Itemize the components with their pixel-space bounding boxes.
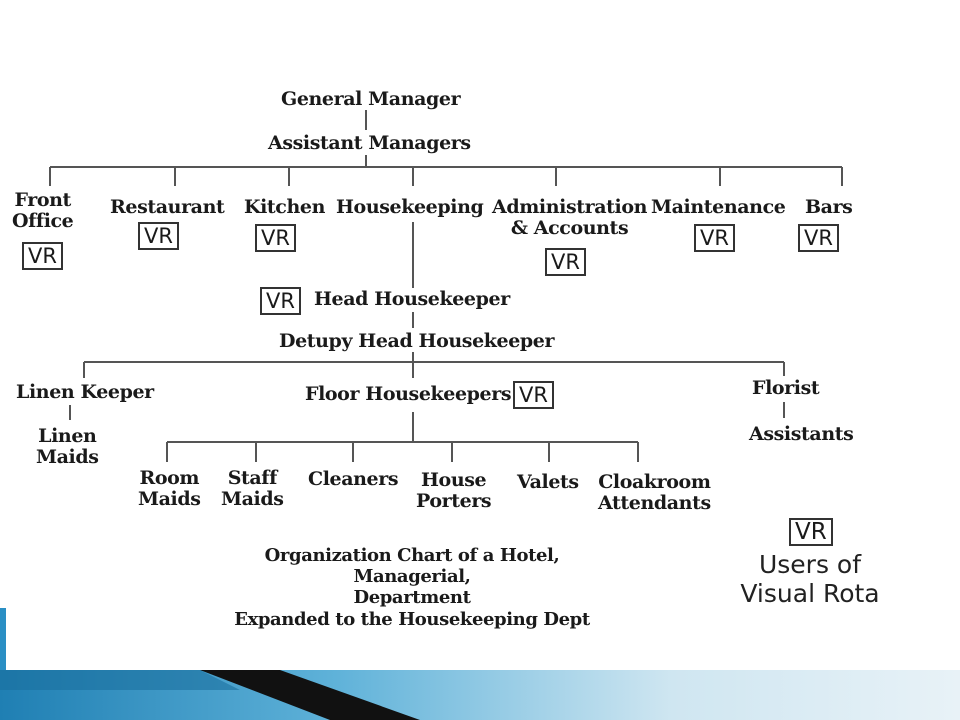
node-deputy-head-housekeeper: Detupy Head Housekeeper bbox=[279, 330, 555, 352]
vr-tag-kitchen: VR bbox=[255, 224, 296, 252]
bottom-decorative-band bbox=[0, 670, 960, 720]
node-kitchen: Kitchen bbox=[244, 196, 325, 218]
vr-tag-administration: VR bbox=[545, 248, 586, 276]
node-valets: Valets bbox=[517, 471, 579, 493]
vr-tag-floor-housekeepers: VR bbox=[513, 381, 554, 409]
node-administration-accounts: Administration & Accounts bbox=[492, 196, 648, 240]
node-maintenance: Maintenance bbox=[651, 196, 786, 218]
node-cloakroom-attendants: Cloakroom Attendants bbox=[598, 471, 711, 515]
node-staff-maids: Staff Maids bbox=[221, 467, 284, 511]
node-florist: Florist bbox=[752, 377, 820, 399]
node-linen-maids: Linen Maids bbox=[36, 425, 99, 469]
node-assistant-managers: Assistant Managers bbox=[268, 132, 471, 154]
vr-tag-head-housekeeper: VR bbox=[260, 287, 301, 315]
node-house-porters: House Porters bbox=[416, 469, 492, 513]
node-bars: Bars bbox=[805, 196, 853, 218]
legend-text: Users of Visual Rota bbox=[740, 550, 880, 608]
node-assistants: Assistants bbox=[749, 423, 854, 445]
node-head-housekeeper: Head Housekeeper bbox=[314, 288, 510, 310]
node-housekeeping: Housekeeping bbox=[336, 196, 484, 218]
node-room-maids: Room Maids bbox=[138, 467, 201, 511]
node-front-office: Front Office bbox=[12, 189, 74, 233]
node-linen-keeper: Linen Keeper bbox=[16, 381, 154, 403]
chart-caption: Organization Chart of a Hotel, Manageria… bbox=[234, 545, 590, 630]
vr-tag-bars: VR bbox=[798, 224, 839, 252]
left-accent-bar bbox=[0, 608, 6, 672]
node-restaurant: Restaurant bbox=[110, 196, 225, 218]
vr-tag-front-office: VR bbox=[22, 242, 63, 270]
vr-tag-restaurant: VR bbox=[138, 222, 179, 250]
vr-tag-maintenance: VR bbox=[694, 224, 735, 252]
node-general-manager: General Manager bbox=[281, 88, 461, 110]
node-floor-housekeepers: Floor Housekeepers bbox=[305, 383, 512, 405]
legend-vr-tag: VR bbox=[789, 518, 833, 546]
node-cleaners: Cleaners bbox=[308, 468, 399, 490]
